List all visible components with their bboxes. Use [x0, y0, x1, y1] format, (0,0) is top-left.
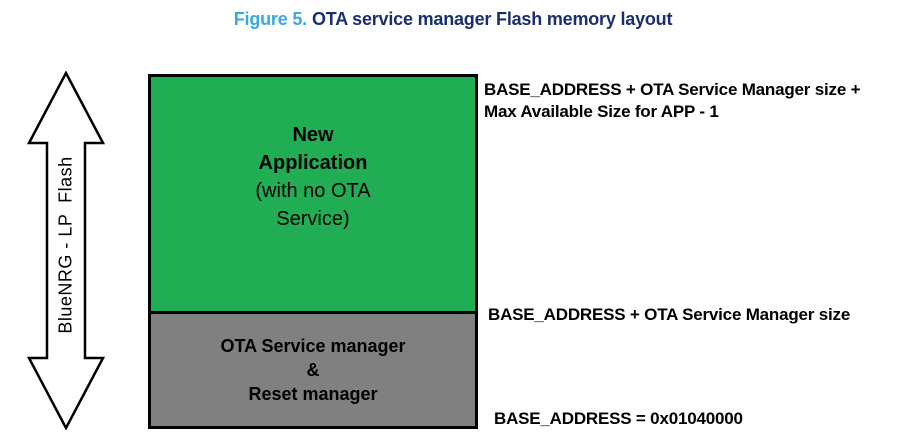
address-label-top: BASE_ADDRESS + OTA Service Manager size … [484, 79, 861, 123]
ota-manager-line1: OTA Service manager [220, 336, 406, 356]
figure-caption-number: Figure 5. [233, 9, 307, 29]
new-application-title-line2: Application [258, 152, 368, 174]
figure-caption: Figure 5.OTA service manager Flash memor… [0, 9, 906, 30]
flash-axis-label: BlueNRG - LP Flash [55, 156, 76, 334]
new-application-title-line1: New [292, 124, 334, 146]
address-label-top-line2: Max Available Size for APP - 1 [484, 102, 719, 121]
address-label-top-line1: BASE_ADDRESS + OTA Service Manager size … [484, 80, 861, 99]
memory-region-ota-manager: OTA Service manager & Reset manager [148, 311, 478, 429]
address-label-middle: BASE_ADDRESS + OTA Service Manager size [488, 305, 851, 324]
new-application-subtitle-line2: Service) [276, 208, 350, 230]
flash-extent-arrow: BlueNRG - LP Flash [26, 70, 106, 431]
ota-manager-line2: & [306, 360, 320, 380]
double-arrow-icon [26, 70, 106, 431]
figure-caption-title: OTA service manager Flash memory layout [311, 9, 673, 29]
new-application-subtitle-line1: (with no OTA [255, 180, 371, 202]
ota-manager-line3: Reset manager [248, 384, 378, 404]
memory-region-new-application: New Application (with no OTA Service) [148, 74, 478, 314]
address-label-base: BASE_ADDRESS = 0x01040000 [494, 409, 743, 428]
